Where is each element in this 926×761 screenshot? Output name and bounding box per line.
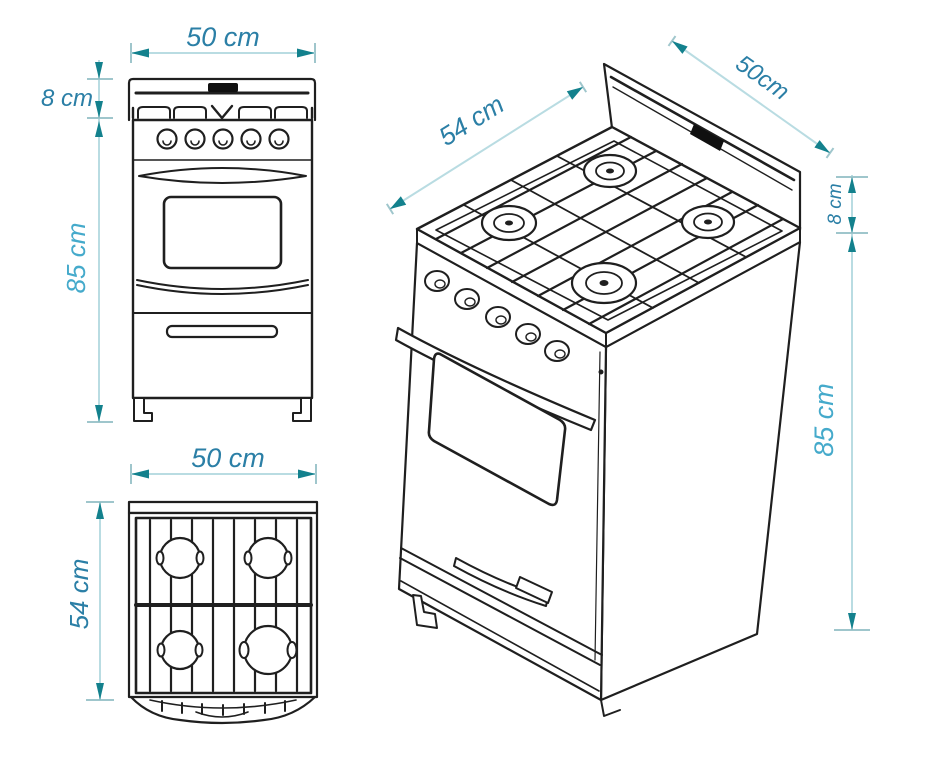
burner-knob [454, 288, 480, 310]
dimension-arrow [390, 196, 407, 209]
dimension-arrow [95, 62, 103, 79]
oven-window [162, 195, 283, 270]
dimension-arrow [848, 236, 856, 252]
iso-height-label: 85 cm [809, 383, 839, 457]
burner-knob [212, 128, 234, 150]
corner-chamfer [594, 351, 601, 661]
top-depth-label: 54 cm [64, 559, 94, 630]
dimension-arrow [131, 48, 149, 58]
burner-plan [156, 629, 204, 671]
front-width-dimension: 50 cm [130, 22, 316, 63]
dimension-arrow [297, 48, 315, 58]
front-view: 50 cm 8 cm 85 cm [41, 22, 317, 423]
front-backsplash-height-label: 8 cm [41, 85, 93, 112]
drawer-bottom-edge [400, 580, 600, 692]
dimension-arrow [814, 140, 830, 153]
igniter-dot [598, 369, 604, 375]
dimension-arrow [95, 405, 103, 422]
iso-backsplash-height-label: 8 cm [825, 183, 846, 224]
knob-row [424, 270, 570, 362]
top-depth-dimension: 54 cm [64, 501, 114, 701]
iso-depth-label: 54 cm [433, 89, 509, 152]
knob-row [156, 128, 290, 150]
top-width-dimension: 50 cm [130, 443, 317, 484]
dimension-arrow [131, 469, 149, 479]
dimension-arrow [96, 502, 104, 519]
dimension-arrow [95, 101, 103, 118]
dimension-arrow [672, 41, 688, 54]
iso-backsplash [602, 62, 802, 232]
brand-logo-mark [690, 124, 724, 151]
grate-profile [131, 104, 314, 120]
iso-width-label: 50cm [731, 50, 795, 106]
burner-plan [243, 536, 293, 580]
dimension-line [389, 86, 584, 210]
oven-door-trim [136, 279, 309, 295]
burner-plan [155, 536, 205, 580]
burner-knob [424, 270, 450, 292]
front-height-label: 85 cm [61, 223, 91, 294]
oven-handle [138, 167, 307, 184]
oven-window [427, 352, 567, 507]
dimension-arrow [566, 87, 583, 100]
stove-leg [133, 397, 153, 422]
burner-knob [156, 128, 178, 150]
front-bumper [129, 695, 317, 725]
burner [680, 204, 736, 240]
iso-cooktop [415, 125, 802, 335]
backsplash-edge [127, 500, 319, 515]
isometric-view: 54 cm 50cm 8 cm 85 cm [385, 35, 870, 717]
dimension-arrow [848, 177, 856, 193]
cooktop-inner-rim [435, 140, 783, 321]
brand-logo-mark [208, 83, 238, 92]
stove-leg [412, 594, 438, 629]
front-width-label: 50 cm [186, 22, 260, 52]
burner-plan-large [238, 624, 298, 676]
burner-knob [240, 128, 262, 150]
dimension-arrow [298, 469, 316, 479]
oven-door-bottom [399, 547, 603, 666]
burner-knob [544, 340, 570, 362]
iso-front-details [394, 270, 603, 692]
dimension-arrow [848, 217, 856, 233]
burner-knob [515, 323, 541, 345]
burner-knob [268, 128, 290, 150]
drawer-handle [453, 557, 553, 607]
burner-knob [184, 128, 206, 150]
front-height-dimension: 85 cm [61, 121, 113, 423]
iso-height-dimensions: 8 cm 85 cm [809, 175, 870, 631]
dimension-arrow [848, 613, 856, 630]
drawer-handle [165, 324, 279, 339]
front-backsplash-height-dimension: 8 cm [41, 60, 113, 422]
stove-leg [600, 699, 621, 717]
top-width-label: 50 cm [191, 443, 265, 473]
top-stove-drawing [127, 500, 319, 725]
burner [582, 153, 638, 189]
dimension-line [671, 40, 831, 154]
burner [480, 204, 538, 242]
dimension-arrow [95, 121, 103, 137]
dimension-arrow [96, 683, 104, 700]
backsplash-trim-line [609, 75, 796, 182]
stove-leg [292, 397, 312, 422]
burner-knob [485, 306, 511, 328]
front-stove-drawing [127, 77, 317, 422]
top-view: 50 cm 54 cm [64, 443, 319, 725]
burner-large [570, 261, 638, 305]
